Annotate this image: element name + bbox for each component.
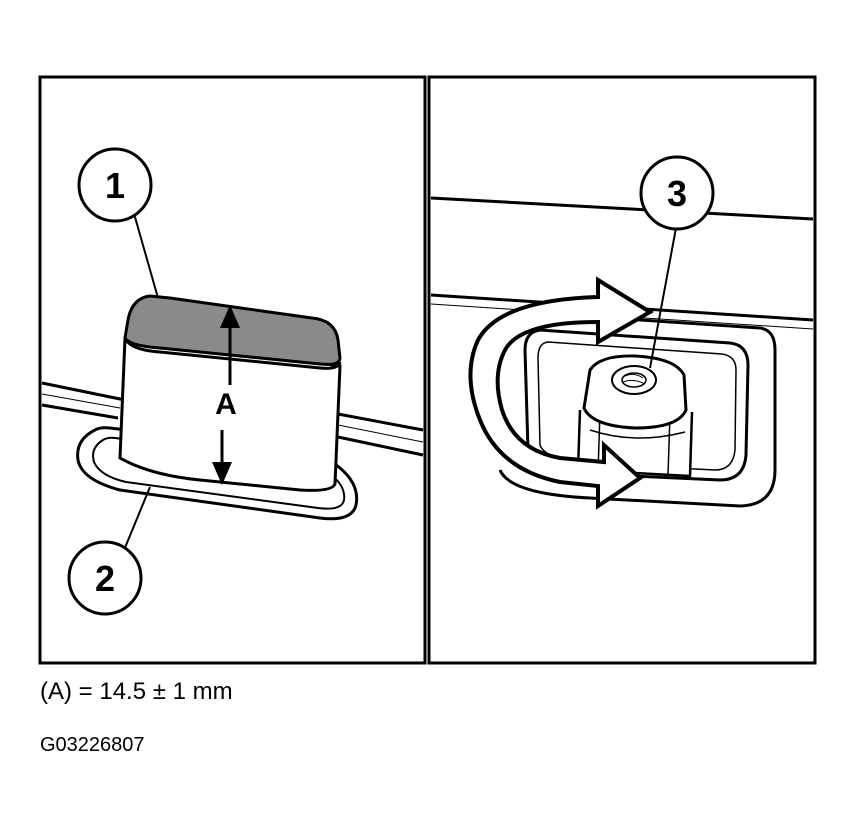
callout-2-label: 2 xyxy=(95,558,115,599)
callout-1: 1 xyxy=(77,147,159,299)
dimension-label: A xyxy=(215,388,237,421)
stud-3 xyxy=(576,354,694,478)
callout-3: 3 xyxy=(639,155,715,369)
left-rail xyxy=(41,381,424,457)
dimension-arrow-a: A xyxy=(212,305,240,485)
left-panel: A 1 2 xyxy=(38,75,427,665)
callout-2: 2 xyxy=(67,486,151,616)
clip-top-face xyxy=(123,294,342,366)
rotation-arrow-icon xyxy=(468,276,654,510)
figure-id: G03226807 xyxy=(40,734,145,756)
callout-1-label: 1 xyxy=(105,165,125,206)
right-panel: 3 xyxy=(427,75,817,665)
clip-body xyxy=(118,336,342,492)
clip-1 xyxy=(118,294,342,492)
dimension-caption: (A) = 14.5 ± 1 mm xyxy=(40,678,233,705)
callout-3-label: 3 xyxy=(667,173,687,214)
